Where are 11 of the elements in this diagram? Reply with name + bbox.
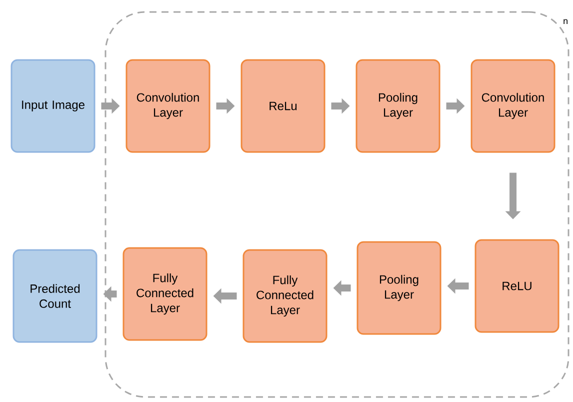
layer-box: Convolution Layer <box>126 59 210 153</box>
layer-box: ReLu <box>240 59 326 153</box>
layer-box: Fully Connected Layer <box>242 249 328 343</box>
layer-box: Input Image <box>10 59 96 153</box>
layer-box: Pooling Layer <box>356 59 440 153</box>
layer-box: ReLU <box>474 239 560 333</box>
layer-box: Convolution Layer <box>470 59 556 153</box>
layer-box: Fully Connected Layer <box>122 247 208 341</box>
layer-box: Pooling Layer <box>356 241 442 335</box>
layer-box: Predicted Count <box>12 249 98 343</box>
region-label: n <box>564 19 568 24</box>
